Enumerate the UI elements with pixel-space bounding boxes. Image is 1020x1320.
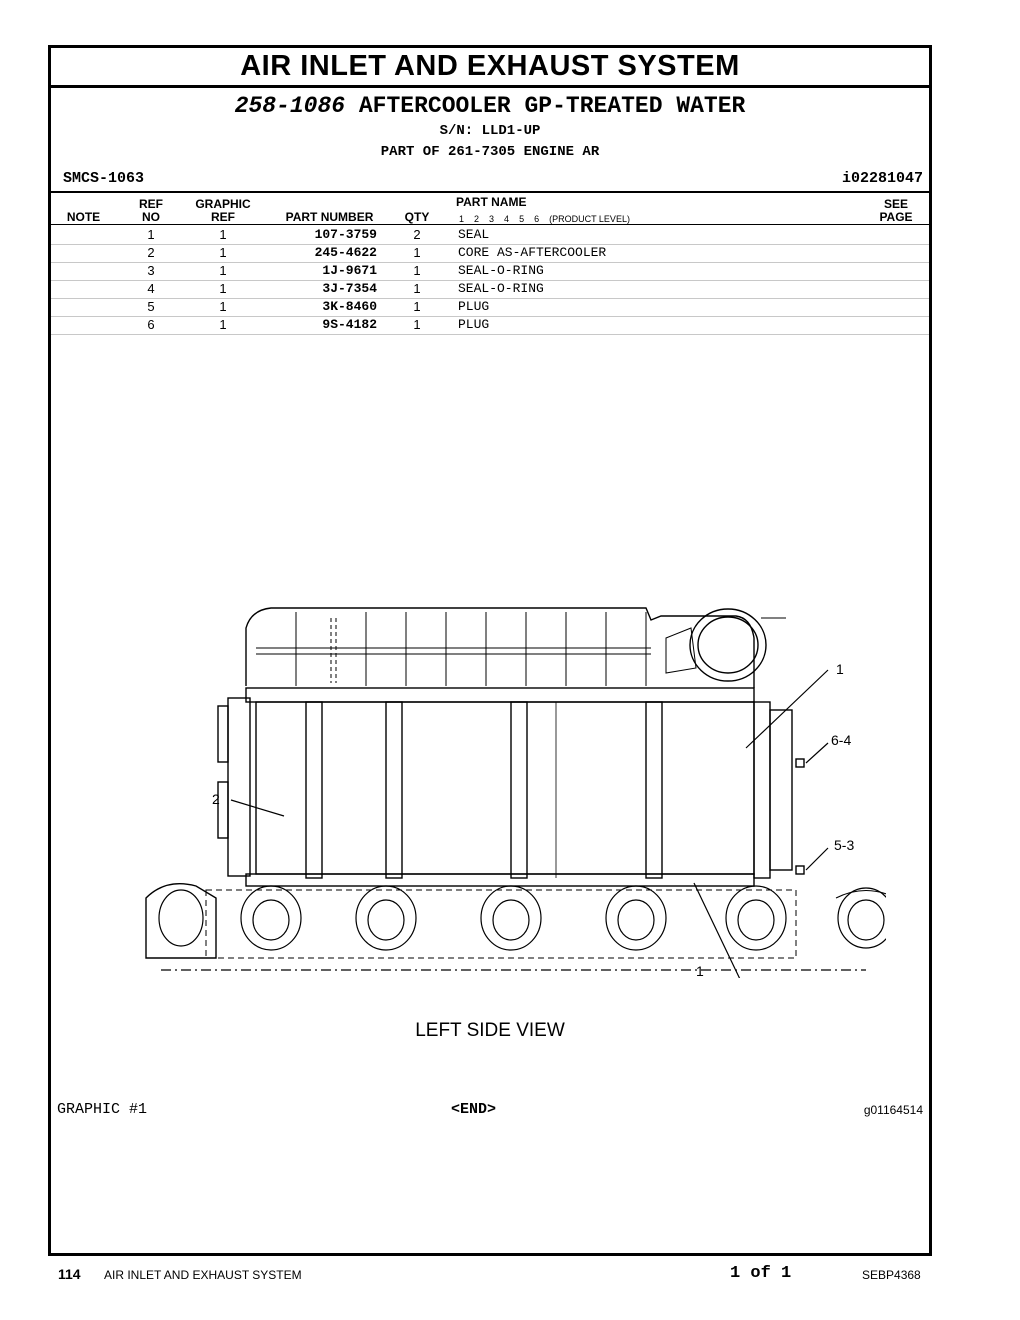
- table-row[interactable]: 3 1 1J-9671 1 SEAL-O-RING: [51, 262, 929, 281]
- cell-graphic: 1: [219, 245, 227, 260]
- col-ref-top: REF: [139, 197, 163, 211]
- callout-1-bottom: 1: [696, 963, 704, 979]
- col-graphic-bottom: REF: [211, 210, 235, 224]
- cell-qty: 2: [413, 227, 421, 242]
- cell-qty: 1: [413, 245, 421, 260]
- level-6: 6: [534, 214, 540, 224]
- level-2: 2: [474, 214, 480, 224]
- cell-part-number[interactable]: 9S-4182: [322, 317, 377, 332]
- table-row[interactable]: 1 1 107-3759 2 SEAL: [51, 226, 929, 245]
- cell-part-name: PLUG: [458, 317, 490, 332]
- page-frame: AIR INLET AND EXHAUST SYSTEM 258-1086 AF…: [48, 45, 932, 1256]
- level-5: 5: [519, 214, 525, 224]
- graphic-id: g01164514: [863, 1103, 923, 1117]
- cell-part-number[interactable]: 107-3759: [314, 227, 377, 242]
- cell-graphic: 1: [219, 281, 227, 296]
- cell-ref: 4: [147, 281, 155, 296]
- table-row[interactable]: 5 1 3K-8460 1 PLUG: [51, 298, 929, 317]
- cell-graphic: 1: [219, 317, 227, 332]
- cell-ref: 2: [147, 245, 155, 260]
- footer-page-of: 1 of 1: [730, 1264, 792, 1283]
- cell-qty: 1: [413, 317, 421, 332]
- serial-number: S/N: LLD1-UP: [439, 123, 541, 139]
- cell-part-name: SEAL: [458, 227, 490, 242]
- callout-2: 2: [212, 791, 220, 807]
- leader-lines: [230, 669, 829, 978]
- level-label: (PRODUCT LEVEL): [549, 214, 630, 224]
- cell-ref: 6: [147, 317, 155, 332]
- col-see-top: SEE: [883, 197, 908, 211]
- col-ref-bottom: NO: [142, 210, 160, 224]
- part-of-line: PART OF 261-7305 ENGINE AR: [380, 144, 600, 160]
- section-title: AIR INLET AND EXHAUST SYSTEM: [240, 50, 740, 82]
- core-body: [255, 701, 755, 875]
- cell-ref: 3: [147, 263, 155, 278]
- cell-graphic: 1: [219, 263, 227, 278]
- col-qty: QTY: [404, 210, 430, 224]
- footer-page-number: 114: [58, 1266, 81, 1282]
- group-name: AFTERCOOLER GP-TREATED WATER: [358, 93, 746, 119]
- cell-graphic: 1: [219, 299, 227, 314]
- group-part-number[interactable]: 258-1086: [234, 93, 346, 119]
- cell-part-number[interactable]: 3K-8460: [322, 299, 377, 314]
- footer-section: AIR INLET AND EXHAUST SYSTEM: [104, 1268, 302, 1282]
- cell-part-name: CORE AS-AFTERCOOLER: [458, 245, 607, 260]
- callout-5-3: 5-3: [834, 837, 854, 853]
- cell-part-name: SEAL-O-RING: [458, 281, 544, 296]
- core-bottom-rail: [245, 873, 755, 887]
- cell-qty: 1: [413, 299, 421, 314]
- cell-part-name: PLUG: [458, 299, 490, 314]
- footer-document-id: SEBP4368: [862, 1268, 921, 1282]
- aftercooler-illustration: 1 6-4 2 5-3: [145, 607, 886, 978]
- col-see-bottom: PAGE: [879, 210, 913, 224]
- col-part-name: PART NAME: [456, 195, 527, 209]
- callout-1-top: 1: [836, 661, 844, 677]
- table-row[interactable]: 2 1 245-4622 1 CORE AS-AFTERCOOLER: [51, 244, 929, 263]
- cell-qty: 1: [413, 281, 421, 296]
- cell-part-number[interactable]: 245-4622: [314, 245, 377, 260]
- cell-graphic: 1: [219, 227, 227, 242]
- ports: [158, 885, 886, 951]
- level-1: 1: [459, 214, 465, 224]
- cell-qty: 1: [413, 263, 421, 278]
- illustration-id: i02281047: [841, 170, 923, 187]
- section-title-bar: AIR INLET AND EXHAUST SYSTEM: [51, 48, 929, 88]
- level-3: 3: [489, 214, 495, 224]
- table-row[interactable]: 4 1 3J-7354 1 SEAL-O-RING: [51, 280, 929, 299]
- level-4: 4: [504, 214, 510, 224]
- smcs-code: SMCS-1063: [63, 170, 145, 187]
- cell-ref: 1: [147, 227, 155, 242]
- inlet-elbow-outer: [689, 608, 767, 682]
- end-marker: <END>: [451, 1101, 497, 1118]
- col-note: NOTE: [66, 210, 101, 224]
- cell-part-name: SEAL-O-RING: [458, 263, 544, 278]
- cell-part-number[interactable]: 3J-7354: [322, 281, 377, 296]
- core-top-rail: [245, 687, 755, 703]
- callout-6-4: 6-4: [831, 732, 851, 748]
- group-heading: 258-1086 AFTERCOOLER GP-TREATED WATER: [51, 93, 929, 119]
- cell-part-number[interactable]: 1J-9671: [322, 263, 377, 278]
- col-graphic-top: GRAPHIC: [195, 197, 251, 211]
- col-part-number: PART NUMBER: [285, 210, 374, 224]
- view-caption: LEFT SIDE VIEW: [415, 1020, 565, 1041]
- graphic-label: GRAPHIC #1: [57, 1101, 148, 1118]
- header-divider: [51, 191, 929, 193]
- cell-ref: 5: [147, 299, 155, 314]
- table-row[interactable]: 6 1 9S-4182 1 PLUG: [51, 316, 929, 335]
- table-header-divider: [51, 224, 929, 225]
